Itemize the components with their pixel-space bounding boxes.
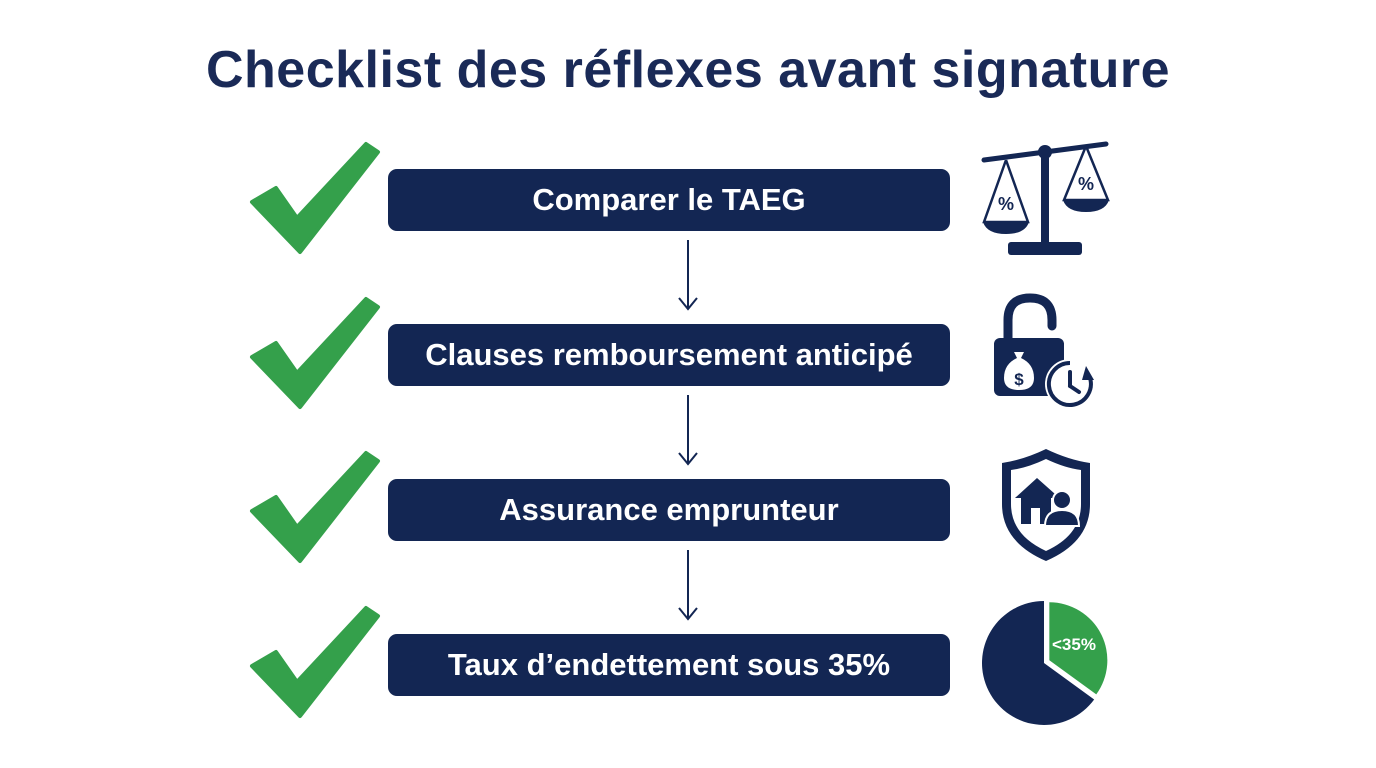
checkmark-icon — [250, 606, 380, 718]
pie-chart-icon — [982, 601, 1108, 725]
down-arrow-icon — [678, 240, 698, 311]
pie-slice-major — [982, 601, 1095, 725]
scale-left-percent: % — [998, 194, 1014, 214]
step-box-early-repayment: Clauses remboursement anticipé — [388, 324, 950, 386]
scale-right-percent: % — [1078, 174, 1094, 194]
step-label: Clauses remboursement anticipé — [425, 337, 913, 372]
pie-slice-minor — [1049, 602, 1108, 695]
page-title: Checklist des réflexes avant signature — [205, 41, 1171, 99]
down-arrow-icon — [678, 395, 698, 466]
shield-house-person-icon — [1002, 449, 1090, 561]
step-box-debt-ratio: Taux d’endettement sous 35% — [388, 634, 950, 696]
step-label: Taux d’endettement sous 35% — [447, 647, 891, 682]
pie-chart-label: <35% — [1052, 635, 1096, 654]
scale-percent-icon: % % — [981, 141, 1110, 255]
step-label: Assurance emprunteur — [499, 492, 839, 527]
checkmark-icon — [250, 297, 380, 409]
checkmark-icon — [250, 142, 380, 254]
step-box-borrower-insurance: Assurance emprunteur — [388, 479, 950, 541]
money-bag-symbol: $ — [1014, 370, 1024, 389]
step-label: Comparer le TAEG — [532, 182, 806, 217]
unlocked-padlock-money-clock-icon: $ — [994, 293, 1095, 409]
down-arrow-icon — [678, 550, 698, 621]
step-box-compare-taeg: Comparer le TAEG — [388, 169, 950, 231]
checkmark-icon — [250, 451, 380, 563]
